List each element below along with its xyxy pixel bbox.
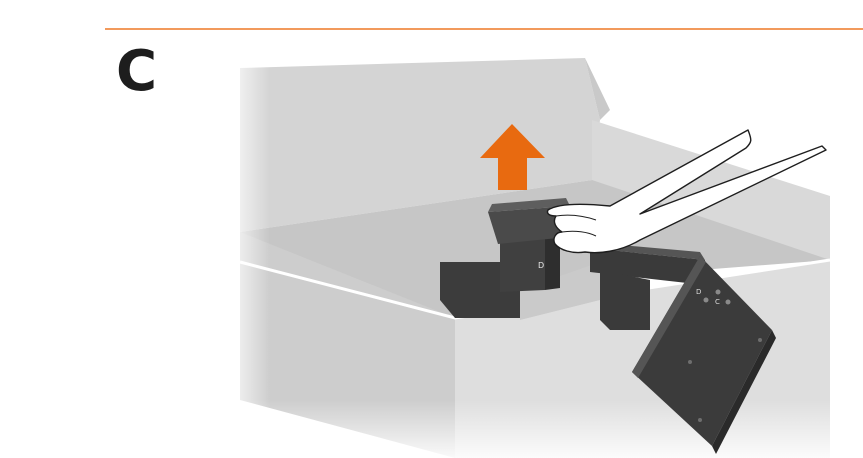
base-mark-d: D: [696, 288, 701, 296]
stand-mark-d: D: [538, 261, 544, 270]
base-mark-c: C: [715, 298, 720, 306]
